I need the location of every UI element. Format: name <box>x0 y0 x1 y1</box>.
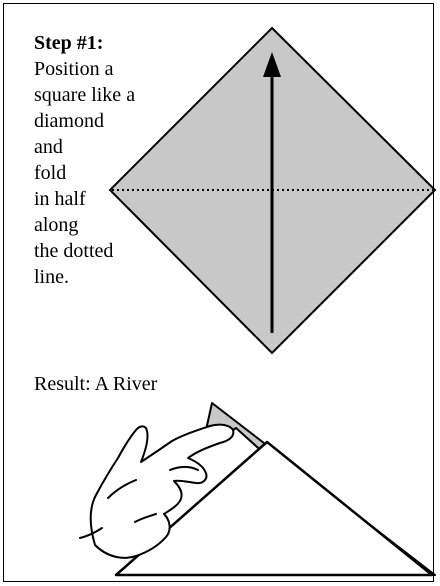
result-label: Result: A River <box>34 373 158 395</box>
instruction-line: diamond <box>34 110 104 132</box>
folded-front-triangle <box>114 440 434 577</box>
hand-icon <box>79 423 235 559</box>
step-title: Step #1: <box>34 32 104 54</box>
diagram-frame <box>3 3 434 582</box>
instruction-line: along <box>34 214 79 236</box>
instruction-line: square like a <box>34 84 136 106</box>
instruction-line: and <box>34 136 63 158</box>
instruction-line: line. <box>34 266 69 288</box>
step-instructions: Step #1: Position a square like a diamon… <box>34 30 135 290</box>
fold-arrow-head-icon <box>263 52 281 77</box>
instruction-line: the dotted <box>34 240 114 262</box>
instruction-line: fold <box>34 162 67 184</box>
instruction-line: Position a <box>34 58 114 80</box>
instruction-line: in half <box>34 188 86 210</box>
